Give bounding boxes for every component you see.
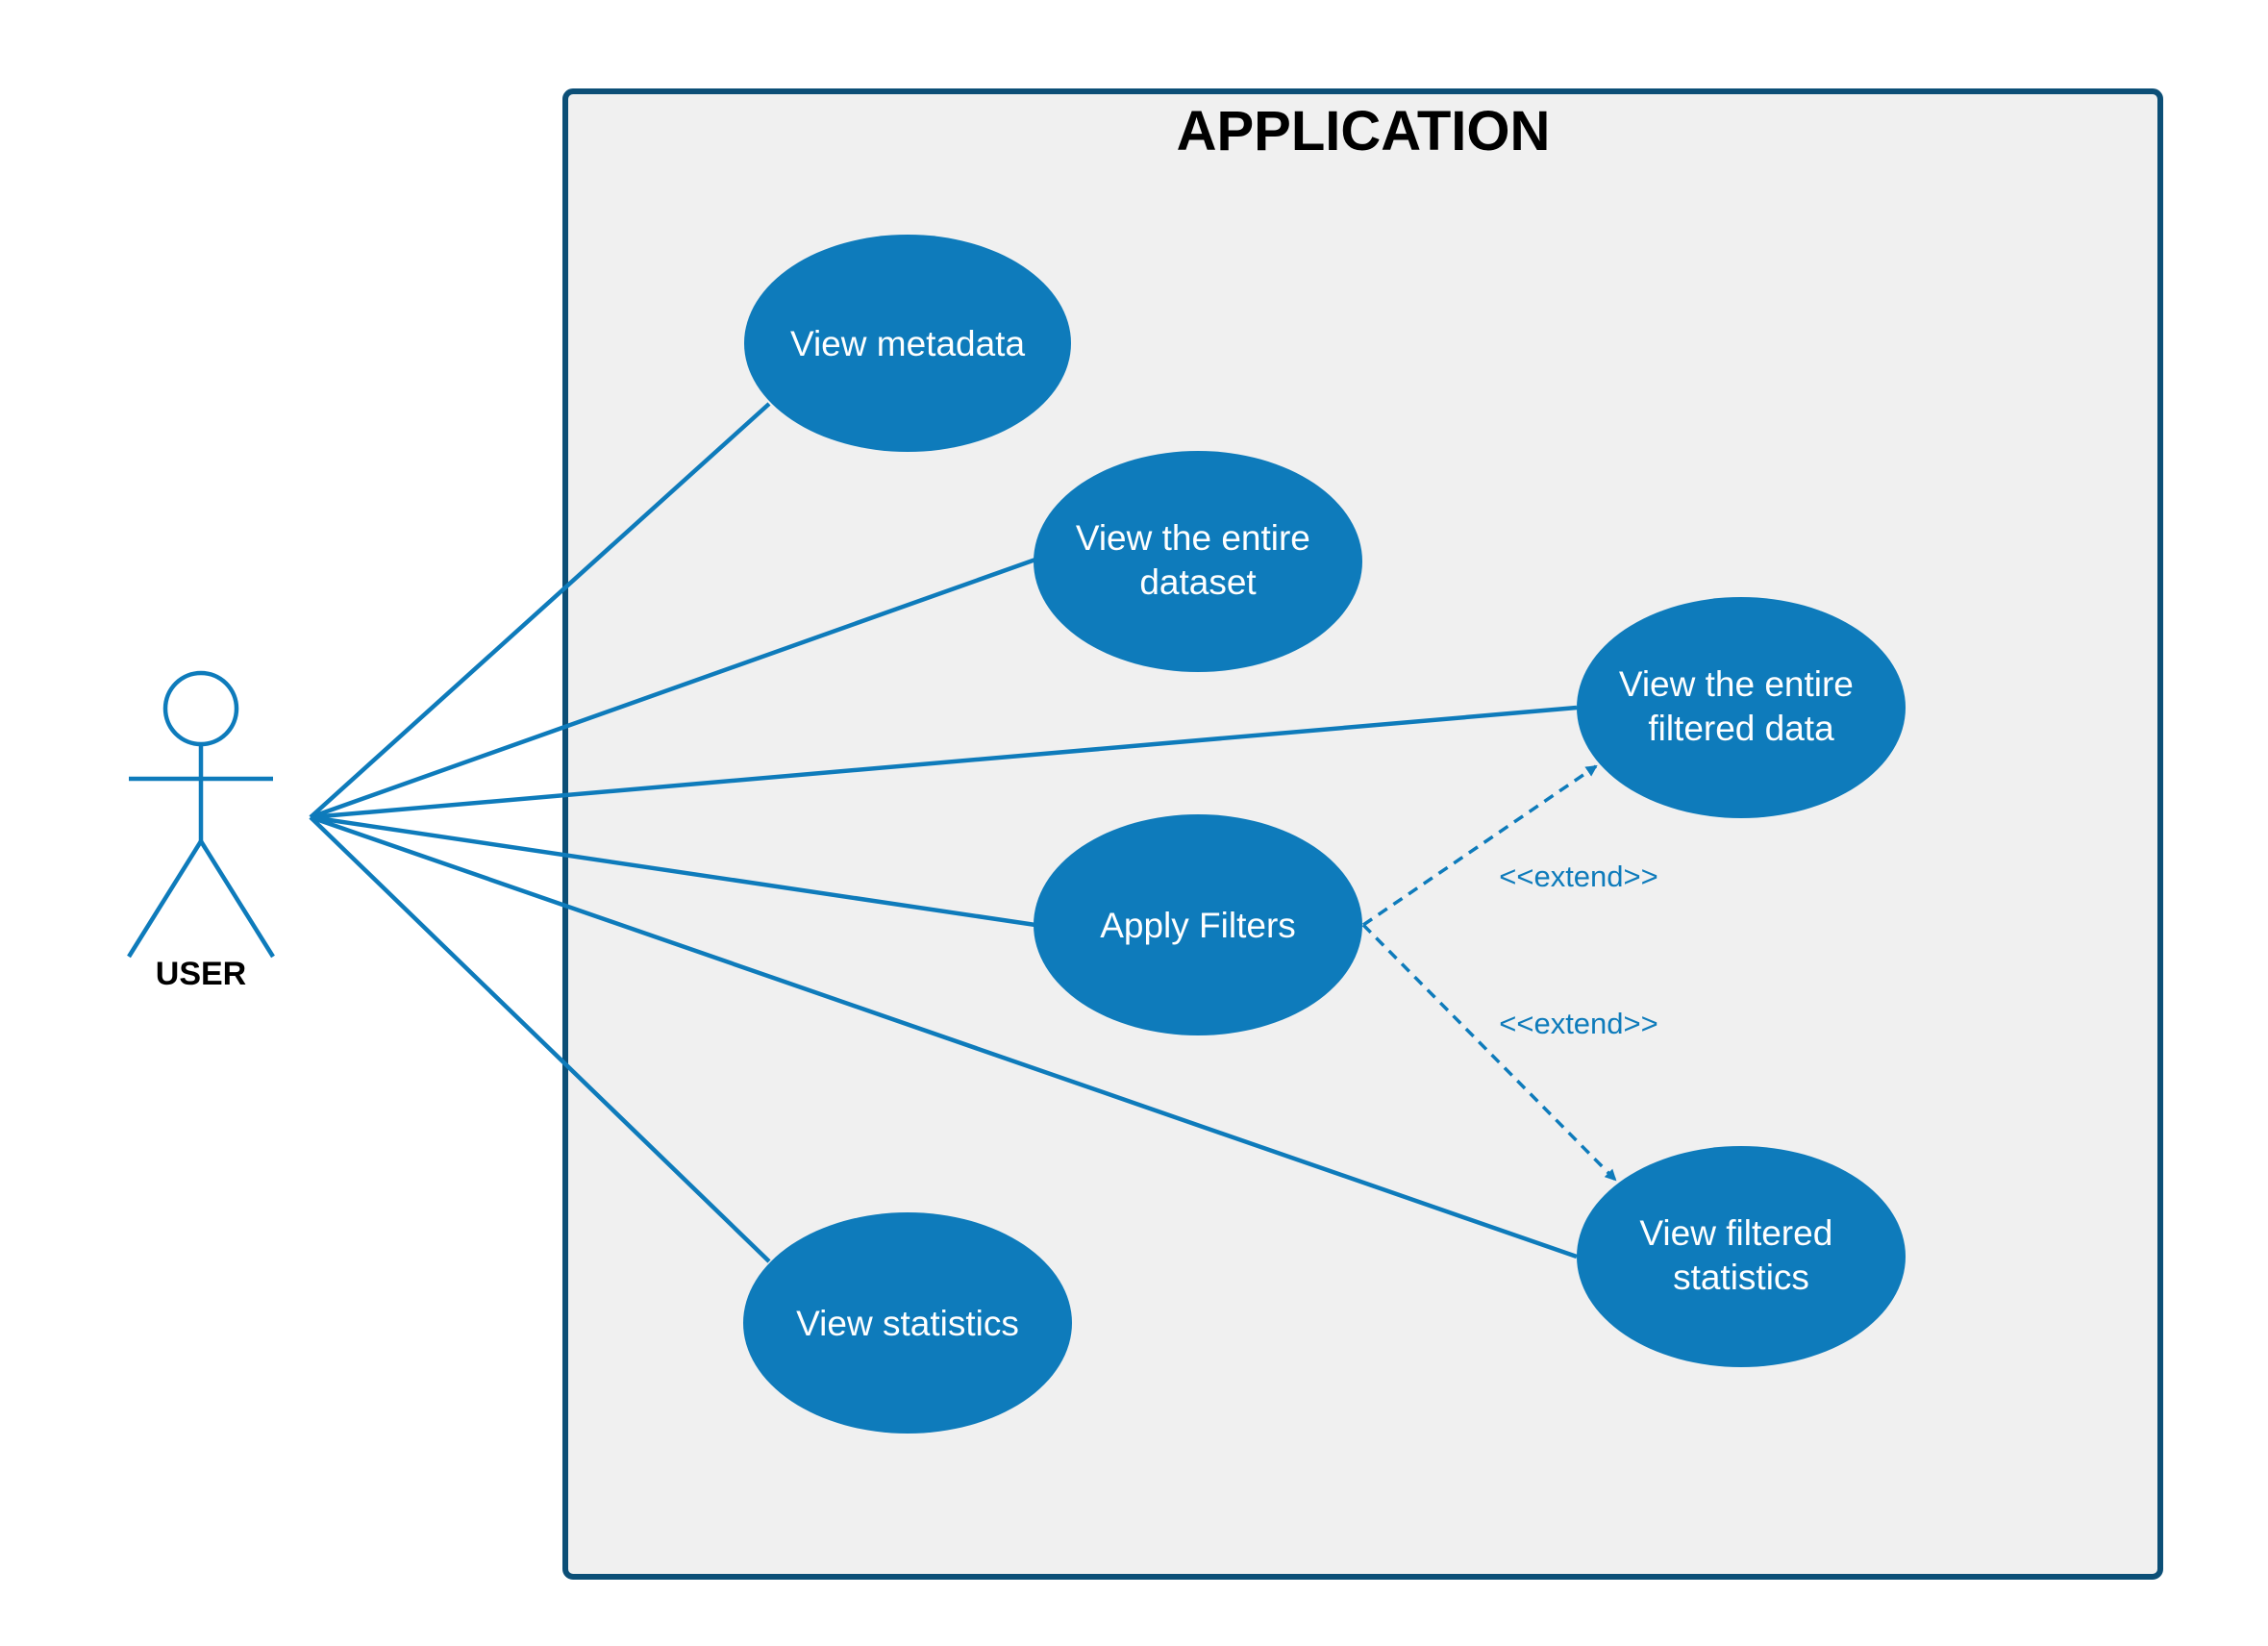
use-case-ellipse [744, 235, 1071, 452]
extend-relations: <<extend>> <<extend>> [1361, 764, 1658, 1182]
use-case-ellipse [743, 1212, 1072, 1434]
use-case-view-entire-dataset[interactable]: View the entire dataset [1034, 451, 1362, 672]
use-case-view-metadata[interactable]: View metadata [744, 235, 1071, 452]
extend-label-filtered-data: <<extend>> [1499, 860, 1658, 893]
use-case-view-statistics[interactable]: View statistics [743, 1212, 1072, 1434]
use-case-view-entire-filtered-data[interactable]: View the entire filtered data [1577, 597, 1906, 818]
association-apply-filters [310, 814, 1036, 928]
association-view-entire-dataset [310, 557, 1036, 820]
system-title: APPLICATION [1177, 100, 1551, 162]
association-view-filtered-statistics [310, 814, 1578, 1259]
use-case-apply-filters[interactable]: Apply Filters [1034, 814, 1362, 1035]
use-case-ellipse [1577, 1146, 1906, 1367]
actor-user[interactable]: USER [127, 670, 275, 992]
association-view-statistics [309, 815, 771, 1263]
extend-arrow-filtered-statistics [1361, 923, 1617, 1182]
extend-label-filtered-statistics: <<extend>> [1499, 1007, 1658, 1040]
actor-label: USER [156, 956, 246, 992]
use-case-label: View filtered statistics [1639, 1213, 1842, 1297]
extend-arrow-filtered-data [1362, 764, 1598, 927]
use-case-ellipse [1034, 451, 1362, 672]
association-view-metadata [309, 402, 771, 819]
association-view-entire-filtered-data [310, 705, 1578, 820]
use-case-ellipse [1577, 597, 1906, 818]
associations [309, 402, 1578, 1263]
use-case-ellipse [1034, 814, 1362, 1035]
use-case-view-filtered-statistics[interactable]: View filtered statistics [1577, 1146, 1906, 1367]
use-case-label: View metadata [790, 324, 1025, 363]
use-case-label: Apply Filters [1100, 906, 1296, 945]
stick-figure-icon [127, 670, 275, 959]
use-case-label: View statistics [796, 1304, 1019, 1343]
use-case-label: View the entire filtered data [1619, 664, 1863, 748]
use-case-label: View the entire dataset [1076, 518, 1320, 602]
